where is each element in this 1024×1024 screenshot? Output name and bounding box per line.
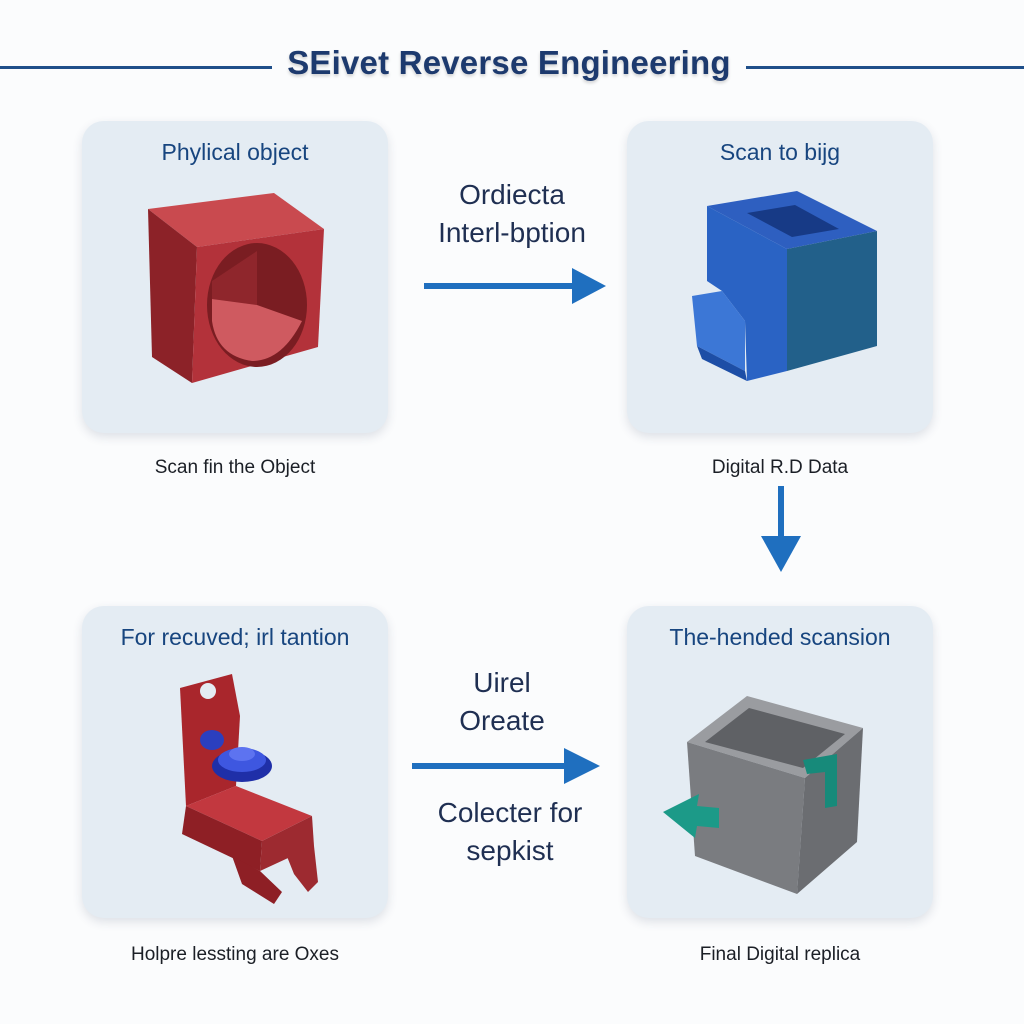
top-connector-line-1: Ordiecta (459, 179, 565, 210)
down-arrow-icon (761, 486, 801, 572)
panel-title: Phylical object (161, 139, 309, 165)
bottom-connector-line-3: Colecter for (437, 797, 583, 828)
right-arrow-icon (412, 748, 600, 784)
bottom-connector-line-4: sepkist (466, 835, 554, 866)
panel-title: The-hended scansion (669, 624, 891, 650)
panel-scan: Scan to bijg (627, 121, 933, 433)
top-connector-line-2: Interl-bption (438, 217, 586, 248)
caption-scan-object: Scan fin the Object (154, 457, 316, 478)
bottom-connector-label-upper: Uirel Oreate (412, 664, 592, 740)
right-arrow-icon (424, 268, 606, 304)
panel-title: Scan to bijg (719, 139, 841, 165)
red-cube-with-hollow-icon (148, 193, 324, 383)
title-rule-left (0, 66, 272, 69)
page-title: SEivet Reverse Engineering (287, 44, 731, 81)
bottom-connector-line-2: Oreate (459, 705, 545, 736)
panel-recovered-part: For recuved; irl tantion (82, 606, 388, 918)
panel-final-replica: The-hended scansion (627, 606, 933, 918)
gray-box-replica-icon (663, 696, 863, 894)
header: SEivet Reverse Engineering (0, 36, 1024, 96)
panel-physical-object: Phylical object (82, 121, 388, 433)
title-rule-right (746, 66, 1024, 69)
bottom-connector-label-lower: Colecter for sepkist (412, 794, 608, 870)
top-connector-label: Ordiecta Interl-bption (412, 176, 612, 252)
bottom-connector-line-1: Uirel (473, 667, 531, 698)
caption-final-replica: Final Digital replica (699, 944, 861, 965)
red-mechanical-part-icon (180, 674, 318, 904)
panel-title: For recuved; irl tantion (120, 624, 350, 650)
caption-holpre: Holpre lessting are Oxes (130, 944, 340, 965)
caption-digital-data: Digital R.D Data (711, 457, 849, 478)
blue-3d-scan-model-icon (692, 191, 877, 381)
